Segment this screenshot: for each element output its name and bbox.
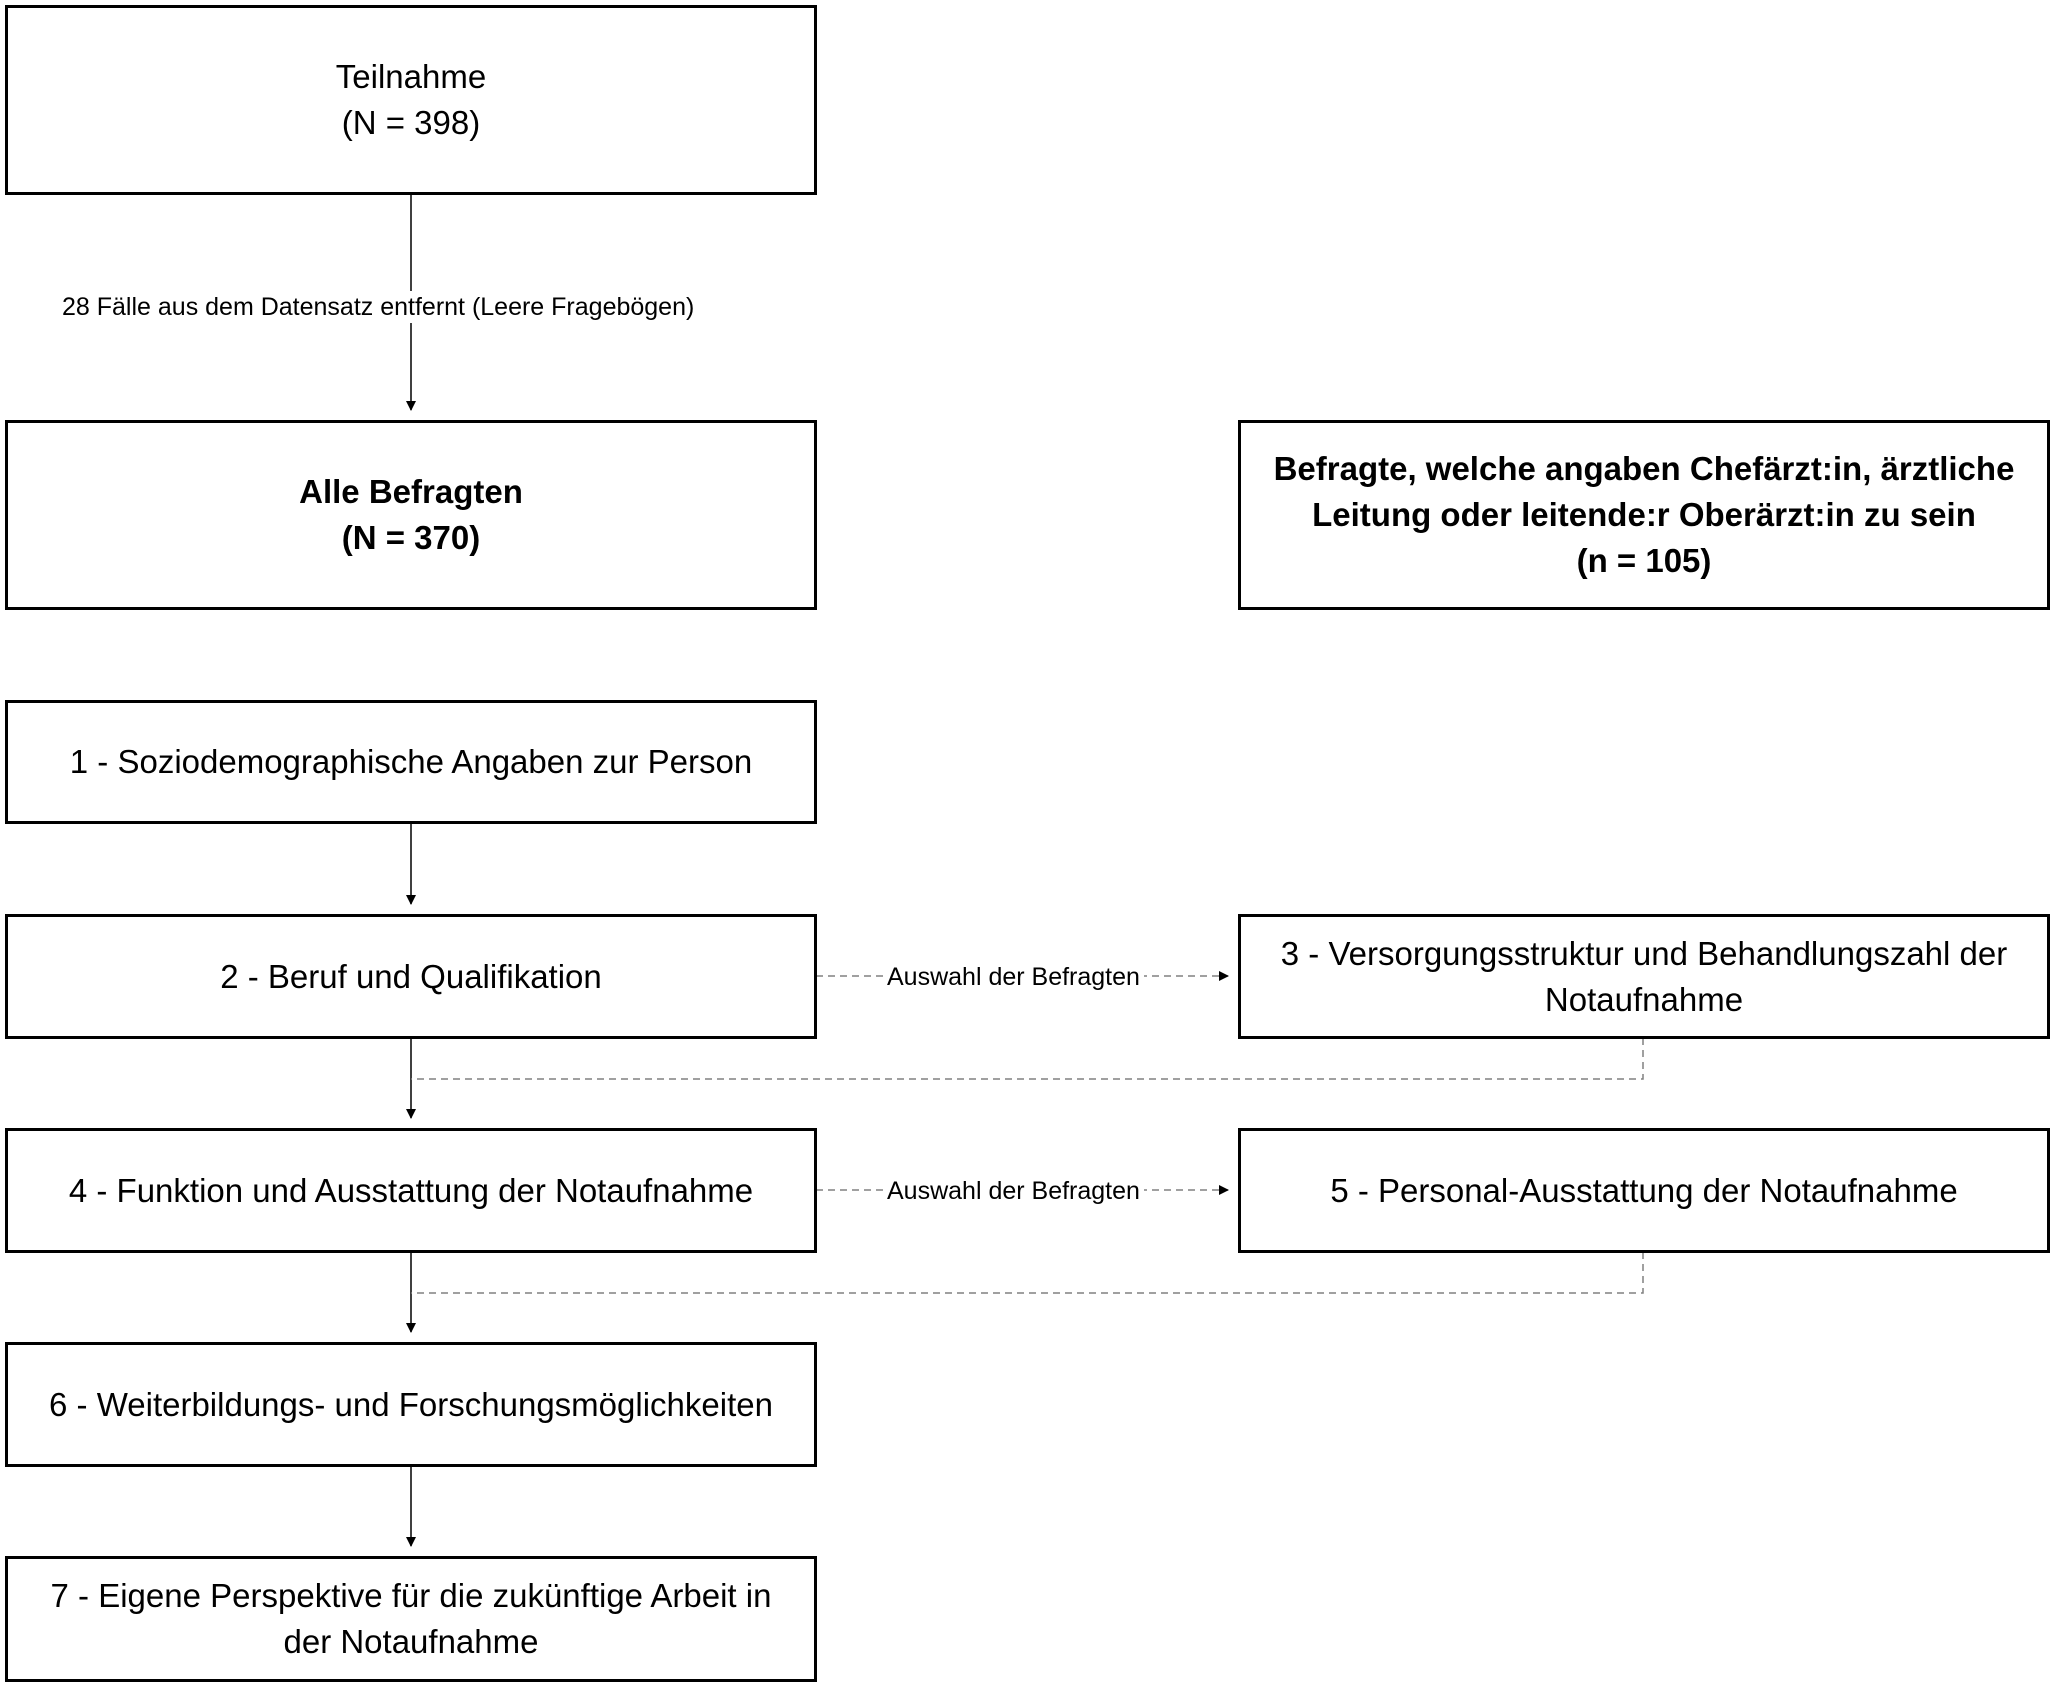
return-s3-to-main <box>411 1038 1644 1080</box>
box-section-3: 3 - Versorgungsstruktur und Behandlungsz… <box>1238 914 2050 1039</box>
box-section-2: 2 - Beruf und Qualifikation <box>5 914 817 1039</box>
return-s5-to-main <box>411 1252 1644 1294</box>
box-teilnahme: Teilnahme (N = 398) <box>5 5 817 195</box>
box-section-5: 5 - Personal-Ausstattung der Notaufnahme <box>1238 1128 2050 1253</box>
selection-label-2: Auswahl der Befragten <box>883 1175 1144 1207</box>
section-7-line1: 7 - Eigene Perspektive für die zukünftig… <box>50 1577 772 1614</box>
removed-cases-label: 28 Fälle aus dem Datensatz entfernt (Lee… <box>58 291 699 323</box>
section-4-text: 4 - Funktion und Ausstattung der Notaufn… <box>68 1171 754 1209</box>
alle-title: Alle Befragten <box>299 473 523 510</box>
leitung-count: (n = 105) <box>1576 542 1712 579</box>
section-3-line1: 3 - Versorgungsstruktur und Behandlungsz… <box>1280 934 2008 972</box>
section-3-line2: Notaufnahme <box>1544 980 1744 1018</box>
box-section-6: 6 - Weiterbildungs- und Forschungsmöglic… <box>5 1342 817 1467</box>
teilnahme-title: Teilnahme <box>335 58 487 95</box>
section-5-text: 5 - Personal-Ausstattung der Notaufnahme <box>1330 1171 1958 1209</box>
box-section-7: 7 - Eigene Perspektive für die zukünftig… <box>5 1556 817 1682</box>
section-6-text: 6 - Weiterbildungs- und Forschungsmöglic… <box>49 1385 773 1423</box>
leitung-line2: Leitung oder leitende:r Oberärzt:in zu s… <box>1312 496 1976 533</box>
box-section-4: 4 - Funktion und Ausstattung der Notaufn… <box>5 1128 817 1253</box>
section-1-text: 1 - Soziodemographische Angaben zur Pers… <box>69 743 753 780</box>
alle-count: (N = 370) <box>341 519 481 556</box>
selection-label-1: Auswahl der Befragten <box>883 961 1144 993</box>
leitung-line1: Befragte, welche angaben Chefärzt:in, är… <box>1273 450 2015 487</box>
box-leitung: Befragte, welche angaben Chefärzt:in, är… <box>1238 420 2050 610</box>
teilnahme-count: (N = 398) <box>341 104 481 141</box>
section-7-line2: der Notaufnahme <box>283 1623 539 1660</box>
box-section-1: 1 - Soziodemographische Angaben zur Pers… <box>5 700 817 824</box>
section-2-text: 2 - Beruf und Qualifikation <box>220 957 602 995</box>
box-alle-befragten: Alle Befragten (N = 370) <box>5 420 817 610</box>
